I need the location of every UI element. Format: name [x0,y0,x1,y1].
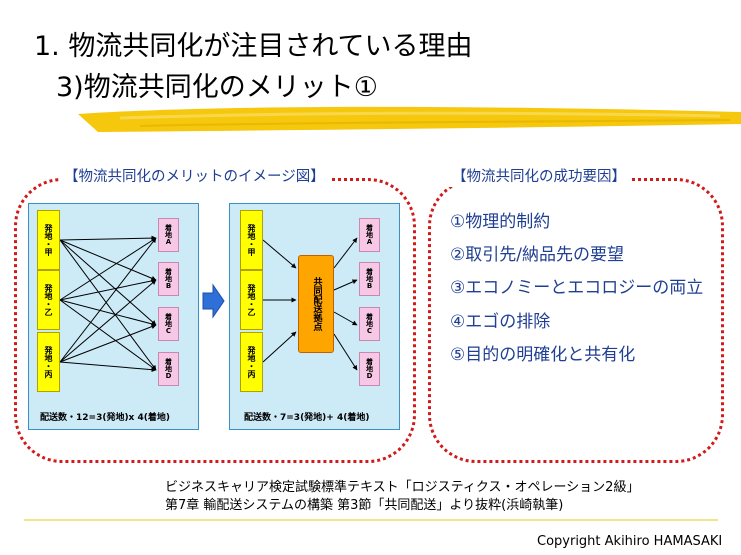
after-caption: 配送数・7=3(発地)+ 4(着地) [244,413,370,423]
brush-underline-decoration [78,106,741,132]
after-destination-box: 着地C [359,307,380,341]
after-destination-box: 着地B [359,262,380,296]
shared-delivery-hub-box: 共同配送拠点 [298,255,334,353]
before-origin-box: 発地・丙 [37,332,60,392]
copyright-notice: Copyright Akihiro HAMASAKI [537,534,723,549]
before-destination-box: 着地B [158,262,179,296]
before-destination-box: 着地D [158,352,179,386]
transition-arrow-icon [202,283,225,319]
success-factors-heading: 【物流共同化の成功要因】 [448,167,630,187]
after-destination-box: 着地D [359,352,380,386]
before-destination-box: 着地A [158,218,179,252]
after-origin-box: 発地・乙 [240,270,263,330]
factor-item: ②取引先/納品先の要望 [450,245,624,265]
factor-item: ③エコノミーとエコロジーの両立 [450,278,704,298]
page-title: 1. 物流共同化が注目されている理由 [34,31,473,62]
before-caption: 配送数・12=3(発地)x 4(着地) [40,413,170,423]
factor-item: ①物理的制約 [450,212,551,232]
after-origin-box: 発地・甲 [240,210,263,270]
factor-item: ⑤目的の明確化と共有化 [450,345,636,365]
after-origin-box: 発地・丙 [240,332,263,392]
before-destination-box: 着地C [158,307,179,341]
source-citation-line2: 第7章 輸配送システムの構築 第3節「共同配送」より抜粋(浜崎執筆) [165,498,564,513]
factor-item: ④エゴの排除 [450,312,551,332]
before-origin-box: 発地・乙 [37,270,60,330]
after-destination-box: 着地A [359,218,380,252]
source-citation-line1: ビジネスキャリア検定試験標準テキスト「ロジスティクス・オペレーション2級」 [165,480,640,495]
before-origin-box: 発地・甲 [37,210,60,270]
footer-divider [24,519,718,521]
merit-diagram-heading: 【物流共同化のメリットのイメージ図】 [60,167,329,187]
page-subtitle: 3)物流共同化のメリット① [56,72,378,103]
